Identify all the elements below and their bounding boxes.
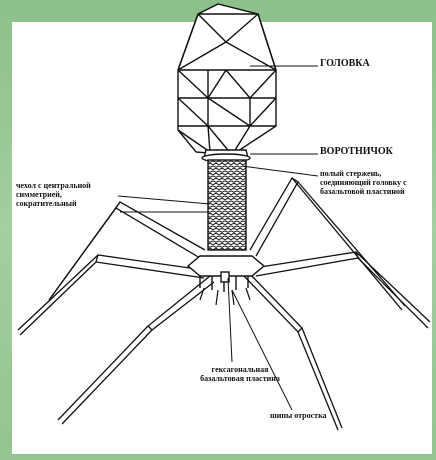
label-base-plate-line2: базальтовая пластина [170,375,310,384]
label-collar: ВОРОТНИЧОК [320,146,393,157]
label-sheath: чехол с центральной симметрией, сократит… [16,182,91,208]
label-head: ГОЛОВКА [320,58,370,69]
label-spikes: шипы отростка [270,412,327,421]
label-hollow-rod: полый стержень, соединяющий головку с ба… [320,170,407,196]
label-hollow-rod-line3: базальтовой пластиной [320,188,407,197]
label-sheath-line3: сократительный [16,200,91,209]
contractile-sheath [208,160,246,250]
hexagonal-base-plate [188,256,264,292]
label-base-plate: гексагональная базальтовая пластина [170,366,310,384]
head-capsid [178,4,276,155]
tail-spikes [200,288,250,305]
